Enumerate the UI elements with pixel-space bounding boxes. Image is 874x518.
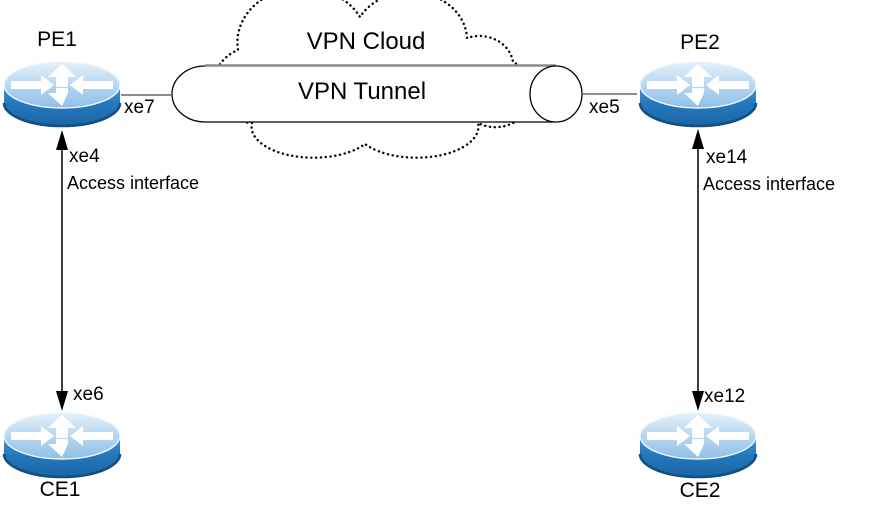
interface-label-xe6: xe6 — [73, 384, 104, 405]
node-label-pe1: PE1 — [37, 28, 77, 51]
interface-label-xe7: xe7 — [124, 97, 155, 118]
vpn-tunnel-label: VPN Tunnel — [297, 78, 427, 105]
node-label-ce2: CE2 — [679, 479, 721, 502]
router-icon-pe2 — [638, 61, 758, 128]
arrowhead-up-left — [56, 130, 68, 150]
arrowhead-up-right — [692, 129, 704, 149]
node-label-ce1: CE1 — [39, 478, 81, 501]
arrowhead-down-right — [692, 391, 704, 411]
vpn-cloud-label: VPN Cloud — [306, 28, 426, 55]
interface-label-xe5: xe5 — [589, 97, 620, 118]
interface-label-xe4: xe4 — [69, 146, 100, 167]
interface-label-xe12: xe12 — [704, 386, 746, 407]
vpn-cloud-outline — [212, 0, 534, 159]
vpn-tunnel-end-cap — [529, 65, 583, 123]
router-icon-ce2 — [638, 412, 758, 479]
access-interface-label-right: Access interface — [703, 174, 836, 194]
vpn-tunnel-outline — [171, 65, 556, 123]
router-icon-ce1 — [2, 412, 122, 479]
router-icon-pe1 — [2, 61, 122, 128]
vpn-tunnel-body — [172, 66, 556, 122]
interface-label-xe14: xe14 — [706, 147, 748, 168]
access-interface-label-left: Access interface — [67, 173, 200, 193]
arrowhead-down-left — [56, 391, 68, 411]
node-label-pe2: PE2 — [680, 31, 720, 54]
